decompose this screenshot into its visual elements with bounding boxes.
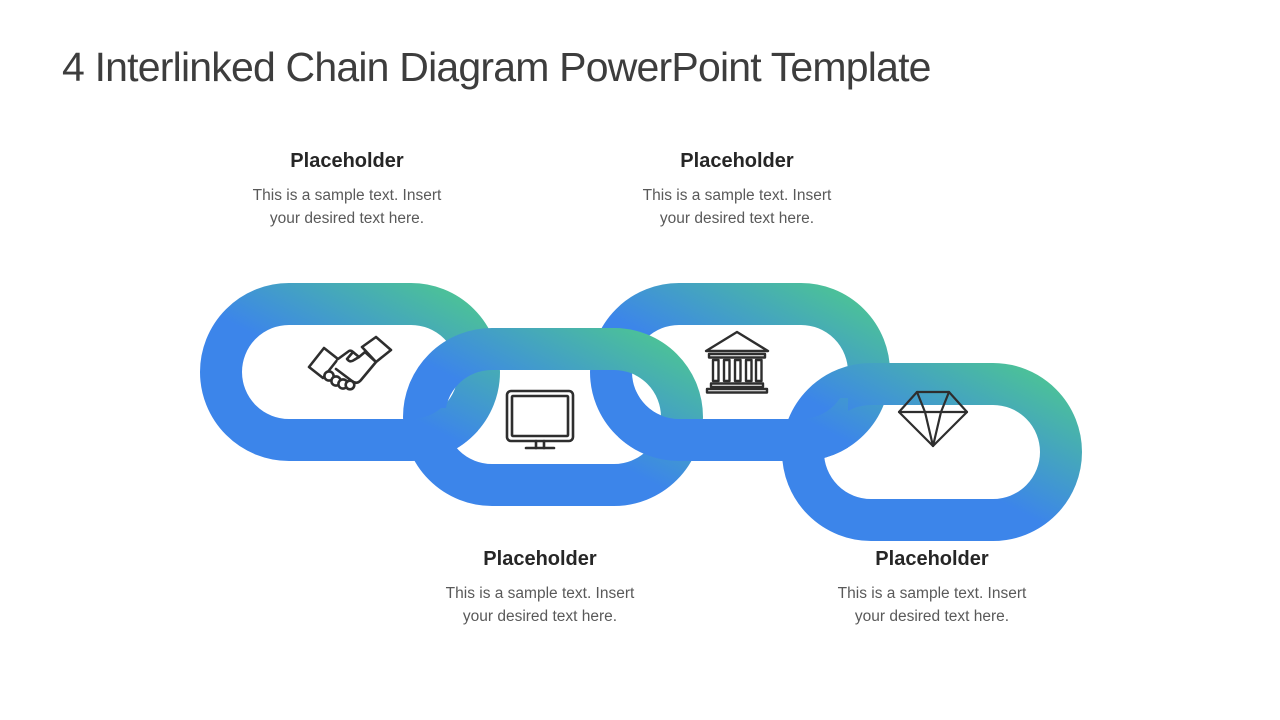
placeholder-heading: Placeholder [875, 548, 989, 570]
placeholder-block-2: Placeholder This is a sample text. Inser… [617, 150, 857, 230]
placeholder-heading: Placeholder [483, 548, 597, 570]
placeholder-block-4: Placeholder This is a sample text. Inser… [812, 548, 1052, 628]
placeholder-block-3: Placeholder This is a sample text. Inser… [420, 548, 660, 628]
placeholder-body-line: This is a sample text. Insert [445, 585, 635, 602]
diamond-icon [897, 390, 969, 448]
bank-icon [704, 330, 770, 394]
placeholder-block-1: Placeholder This is a sample text. Inser… [227, 150, 467, 230]
placeholder-body-line: your desired text here. [462, 608, 618, 625]
slide-title: 4 Interlinked Chain Diagram PowerPoint T… [62, 44, 931, 90]
placeholder-heading: Placeholder [680, 150, 794, 172]
placeholder-body-line: This is a sample text. Insert [252, 187, 442, 204]
placeholder-heading: Placeholder [290, 150, 404, 172]
placeholder-body-line: This is a sample text. Insert [837, 585, 1027, 602]
placeholder-body-line: This is a sample text. Insert [642, 187, 832, 204]
placeholder-body-line: your desired text here. [269, 210, 425, 227]
monitor-icon [505, 389, 575, 450]
placeholder-body-line: your desired text here. [854, 608, 1010, 625]
placeholder-body-line: your desired text here. [659, 210, 815, 227]
handshake-icon [307, 335, 393, 391]
